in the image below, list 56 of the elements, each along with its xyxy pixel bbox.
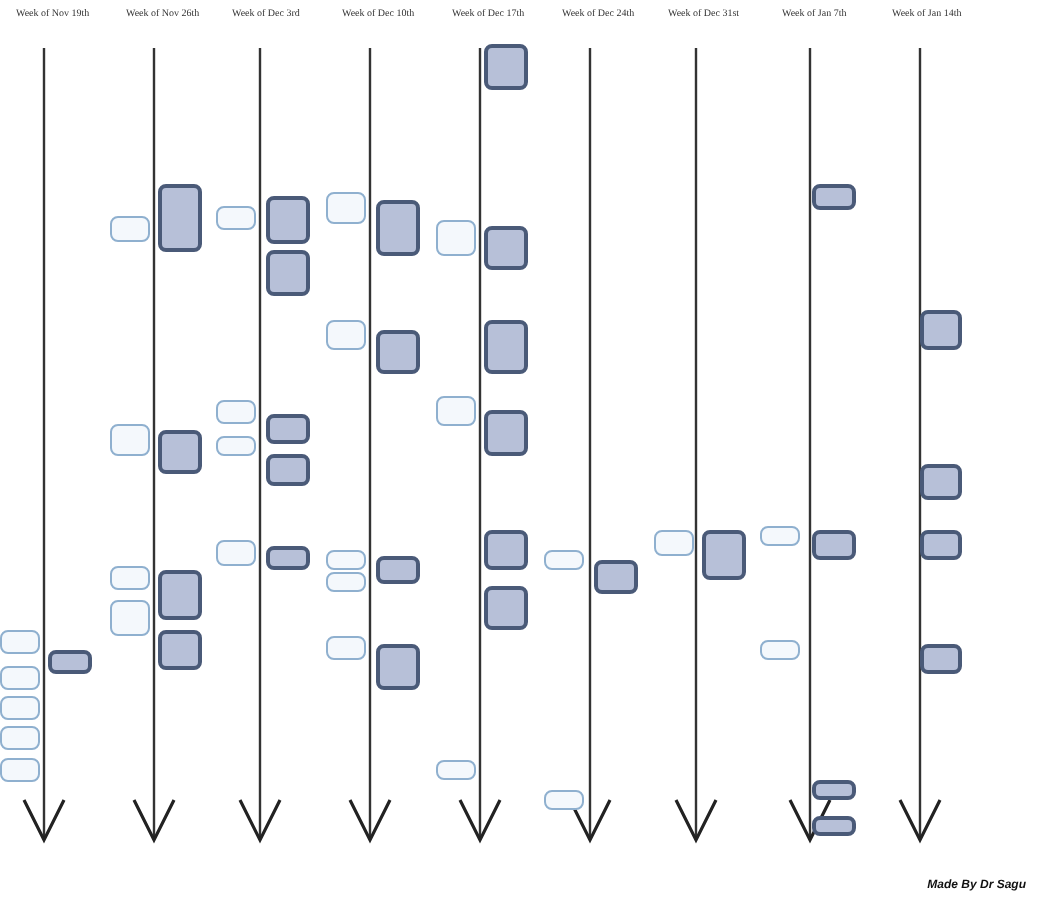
speech-bubble [376,330,420,374]
speech-bubble [760,640,800,660]
speech-bubble [266,250,310,296]
speech-bubble [158,630,202,670]
speech-bubble [376,556,420,584]
speech-bubble [216,400,256,424]
speech-bubble [436,760,476,780]
speech-bubble [216,206,256,230]
speech-bubble [812,530,856,560]
speech-bubble [484,530,528,570]
speech-bubble [760,526,800,546]
speech-bubble [812,184,856,210]
speech-bubble [266,546,310,570]
speech-bubble [0,758,40,782]
speech-bubble [110,566,150,590]
speech-bubble [920,310,962,350]
speech-bubble [484,226,528,270]
speech-bubble [216,540,256,566]
speech-bubble [376,200,420,256]
speech-bubble [484,586,528,630]
speech-bubble [920,644,962,674]
speech-bubble [920,530,962,560]
speech-bubble [484,320,528,374]
speech-bubble [812,816,856,836]
speech-bubble [436,396,476,426]
speech-bubble [654,530,694,556]
speech-bubble [812,780,856,800]
speech-bubble [0,726,40,750]
speech-bubble [110,424,150,456]
speech-bubble [266,196,310,244]
speech-bubble [594,560,638,594]
speech-bubble [484,44,528,90]
speech-bubble [110,216,150,242]
speech-bubble [544,550,584,570]
speech-bubble [326,320,366,350]
speech-bubble [158,570,202,620]
speech-bubble [326,636,366,660]
speech-bubble [702,530,746,580]
speech-bubble [216,436,256,456]
speech-bubble [158,184,202,252]
speech-bubble [266,414,310,444]
speech-bubble [158,430,202,474]
speech-bubble [266,454,310,486]
speech-bubble [920,464,962,500]
speech-bubble [0,666,40,690]
speech-bubble [376,644,420,690]
speech-bubble [544,790,584,810]
speech-bubble [436,220,476,256]
speech-bubble [0,696,40,720]
speech-bubble [0,630,40,654]
speech-bubble [326,192,366,224]
speech-bubble [326,572,366,592]
speech-bubble [48,650,92,674]
speech-bubble [326,550,366,570]
speech-bubble [484,410,528,456]
speech-bubble [110,600,150,636]
